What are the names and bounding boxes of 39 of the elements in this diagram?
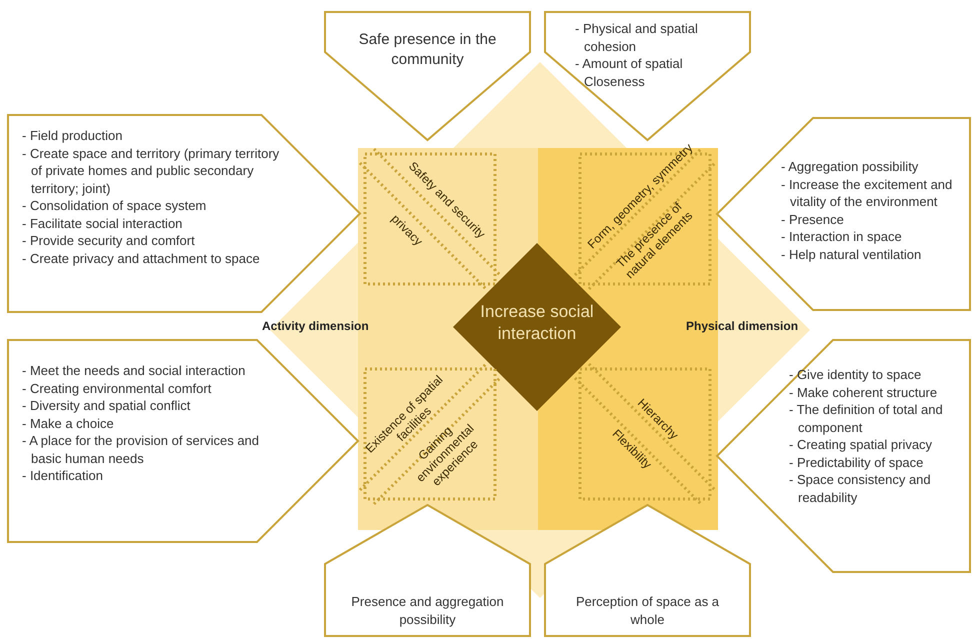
callout-text: Perception of space as a whole — [574, 593, 720, 628]
list-item: - Creating environmental comfort — [22, 380, 212, 397]
list-item: - Space consistency and readability — [789, 471, 932, 506]
pentagon-callout — [325, 505, 530, 636]
list-item: - Make coherent structure — [789, 384, 938, 401]
list-item: - A place for the provision of services and basic human needs — [22, 432, 260, 467]
pentagon-callout — [717, 118, 970, 310]
dimension-label: Activity dimension — [262, 319, 369, 333]
list-item: - Meet the needs and social interaction — [22, 362, 246, 380]
list-item: - Facilitate social interaction — [22, 214, 184, 232]
callout-text: Presence and aggregation possibility — [350, 593, 505, 628]
list-item: - Create privacy and attachment to space — [22, 250, 261, 267]
list-item: - Creating spatial privacy — [789, 436, 934, 454]
list-item: - The definition of total and component — [789, 401, 944, 436]
list-item: - Create space and territory (primary territory of private homes and public secondary territory; joint) — [22, 144, 280, 197]
pentagon-callout — [545, 505, 750, 636]
pentagon-callout — [8, 115, 360, 312]
list-item: - Aggregation possibility — [781, 158, 920, 176]
list-item: - Diversity and spatial conflict — [22, 397, 192, 414]
list-item: - Field production — [22, 127, 124, 144]
pentagon-callout — [545, 12, 750, 140]
list-item: - Make a choice — [22, 414, 115, 432]
list-item: - Interaction in space — [781, 228, 903, 246]
list-item: - Presence — [781, 210, 845, 228]
list-item: - Amount of spatial Closeness — [575, 55, 684, 90]
diamond-text: Increase social interaction — [479, 301, 595, 345]
callout-text: Safe presence in the community — [358, 30, 498, 70]
list-item: - Provide security and comfort — [22, 232, 196, 250]
list-item: - Help natural ventilation — [781, 246, 922, 263]
list-item: - Physical and spatial cohesion — [575, 20, 699, 55]
list-item: - Predictability of space — [789, 454, 924, 471]
list-item: - Consolidation of space system — [22, 197, 208, 214]
list-item: - Identification — [22, 467, 104, 484]
pentagon-callout — [325, 12, 530, 140]
dimension-label: Physical dimension — [686, 319, 798, 333]
list-item: - Give identity to space — [789, 366, 922, 384]
pentagon-callout — [8, 340, 358, 542]
list-item: - Increase the excitement and vitality of the environment — [781, 176, 954, 210]
pentagon-callout — [717, 340, 970, 572]
